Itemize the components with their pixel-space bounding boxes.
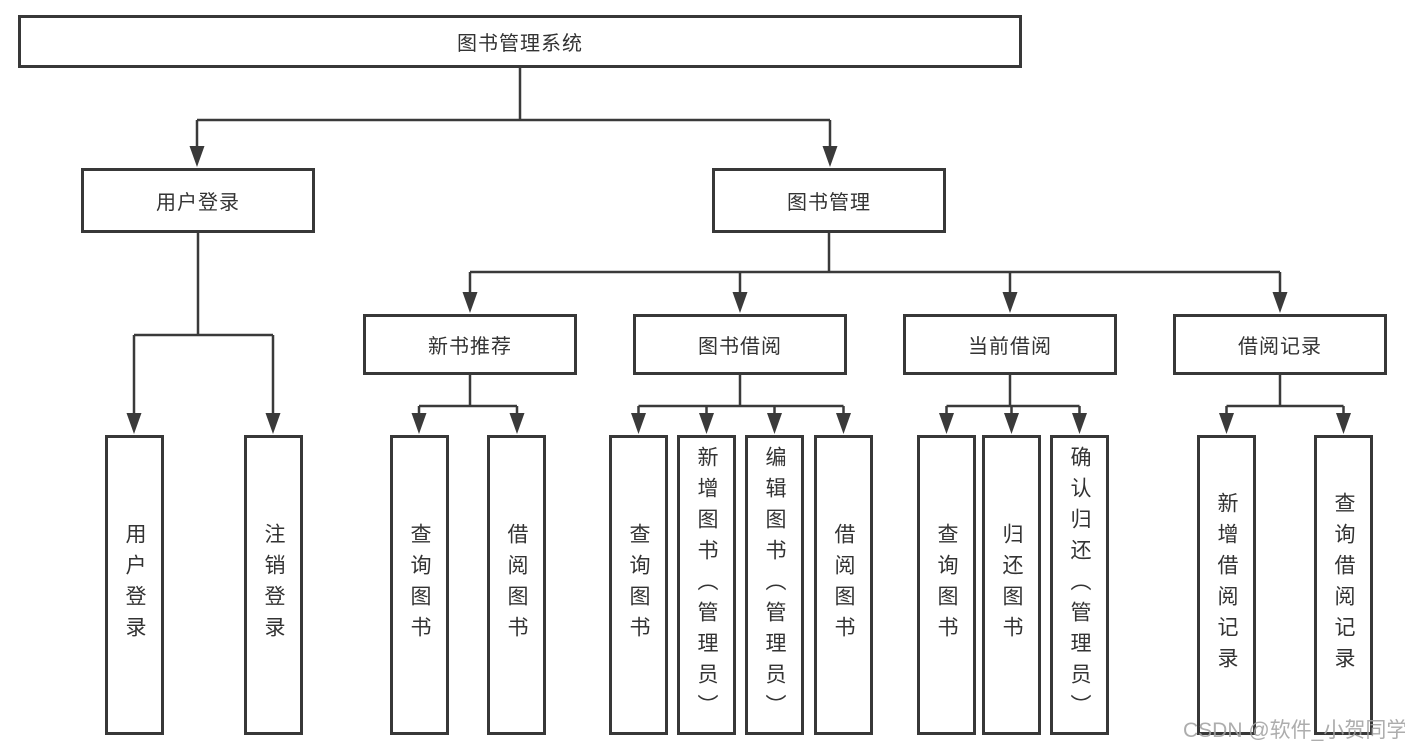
node-user-login: 用户登录 <box>81 168 315 233</box>
node-label: 用户登录 <box>123 523 146 647</box>
node-label: 新增图书（管理员） <box>695 445 718 725</box>
node-current-borrowing: 当前借阅 <box>903 314 1117 375</box>
node-label: 新增借阅记录 <box>1215 492 1238 678</box>
leaf-logout: 注销登录 <box>244 435 303 735</box>
node-label: 注销登录 <box>262 523 285 647</box>
leaf-current-return-books: 归还图书 <box>982 435 1041 735</box>
node-label: 借阅图书 <box>832 523 855 647</box>
leaf-records-add-record: 新增借阅记录 <box>1197 435 1256 735</box>
node-book-management: 图书管理 <box>712 168 946 233</box>
node-book-borrowing: 图书借阅 <box>633 314 847 375</box>
node-label: 查询图书 <box>627 523 650 647</box>
leaf-user-login: 用户登录 <box>105 435 164 735</box>
node-label: 编辑图书（管理员） <box>763 445 786 725</box>
leaf-borrowing-borrow-books: 借阅图书 <box>814 435 873 735</box>
leaf-borrowing-add-books-admin: 新增图书（管理员） <box>677 435 736 735</box>
node-label: 归还图书 <box>1000 523 1023 647</box>
node-label: 查询借阅记录 <box>1332 492 1355 678</box>
leaf-borrowing-query-books: 查询图书 <box>609 435 668 735</box>
leaf-borrowing-edit-books-admin: 编辑图书（管理员） <box>745 435 804 735</box>
csdn-watermark: CSDN @软件_小贺同学 <box>1183 719 1405 742</box>
node-label: 查询图书 <box>935 523 958 647</box>
arrowhead-icons <box>126 146 1351 434</box>
leaf-recommend-query-books: 查询图书 <box>390 435 449 735</box>
leaf-current-query-books: 查询图书 <box>917 435 976 735</box>
node-label: 借阅图书 <box>505 523 528 647</box>
leaf-current-confirm-return-admin: 确认归还（管理员） <box>1050 435 1109 735</box>
node-library-management-system: 图书管理系统 <box>18 15 1022 68</box>
node-label: 确认归还（管理员） <box>1068 445 1091 725</box>
leaf-recommend-borrow-books: 借阅图书 <box>487 435 546 735</box>
node-borrowing-records: 借阅记录 <box>1173 314 1387 375</box>
node-label: 查询图书 <box>408 523 431 647</box>
leaf-records-query-record: 查询借阅记录 <box>1314 435 1373 735</box>
node-new-book-recommend: 新书推荐 <box>363 314 577 375</box>
